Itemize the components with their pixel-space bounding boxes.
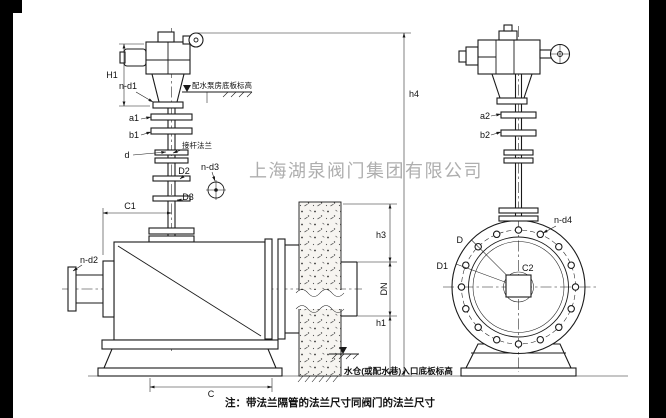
left-handwheel-icon <box>188 32 204 48</box>
break-line <box>295 305 345 313</box>
dim-b2: b2 <box>480 130 490 140</box>
footnote-text: 注：带法兰隔管的法兰尺寸同阀门的法兰尺寸 <box>225 396 435 409</box>
dim-h3: h3 <box>376 230 386 240</box>
left-electric-actuator <box>119 31 204 109</box>
dim-n-d1: n-d1 <box>119 81 137 91</box>
dim-n-d2: n-d2 <box>80 255 98 265</box>
right-valve-body-circle <box>443 26 596 372</box>
inlet-floor-label: 水仓(或配水巷)入口底板标高 <box>344 365 453 376</box>
dim-d: d <box>124 150 129 160</box>
dim-a2: a2 <box>480 111 490 121</box>
bolt-holes <box>457 226 580 348</box>
inlet-floor-elevation: 水仓(或配水巷)入口底板标高 <box>329 347 453 376</box>
dim-h1: h1 <box>376 318 386 328</box>
callout-stem-extension-flange: 接杆法兰 <box>182 140 212 150</box>
pump-room-floor-elevation: 配水泵房底板标高 <box>182 80 252 103</box>
elevation-marks: 配水泵房底板标高 水仓(或配水巷)入口底板标高 <box>182 80 453 376</box>
watermark-text: 上海湖泉阀门集团有限公司 <box>249 161 483 181</box>
left-valve-assembly <box>62 28 362 377</box>
left-valve-body <box>67 238 299 377</box>
break-line <box>295 289 345 297</box>
bolt-hole-detail <box>206 180 226 200</box>
dim-h4: h4 <box>409 89 419 99</box>
inlet-flange <box>67 266 77 312</box>
dim-b1: b1 <box>129 130 139 140</box>
dim-D2: D2 <box>178 166 190 176</box>
left-base-plate <box>97 367 283 377</box>
dim-D3: D3 <box>182 192 194 202</box>
left-stem-flanges <box>148 113 195 243</box>
dim-n-d4: n-d4 <box>554 215 572 225</box>
dimension-lines: H1 n-d1 a1 b1 d 接杆法兰 D2 n-d3 D3 C1 n-d2 … <box>72 32 572 399</box>
dim-n-d3: n-d3 <box>201 162 219 172</box>
dim-D: D <box>457 235 464 245</box>
dim-C: C <box>208 389 215 399</box>
dim-C2: C2 <box>522 263 534 273</box>
dim-a1: a1 <box>129 113 139 123</box>
dim-H1: H1 <box>106 70 118 80</box>
ground-hatch <box>297 375 339 383</box>
wall-section <box>295 201 358 383</box>
center-boss <box>505 274 532 298</box>
right-electric-actuator <box>458 24 571 105</box>
right-valve-assembly <box>443 24 596 377</box>
pump-room-floor-label: 配水泵房底板标高 <box>192 80 252 90</box>
dim-DN: DN <box>379 283 389 296</box>
dim-D1: D1 <box>436 261 448 271</box>
dim-C1: C1 <box>124 201 136 211</box>
